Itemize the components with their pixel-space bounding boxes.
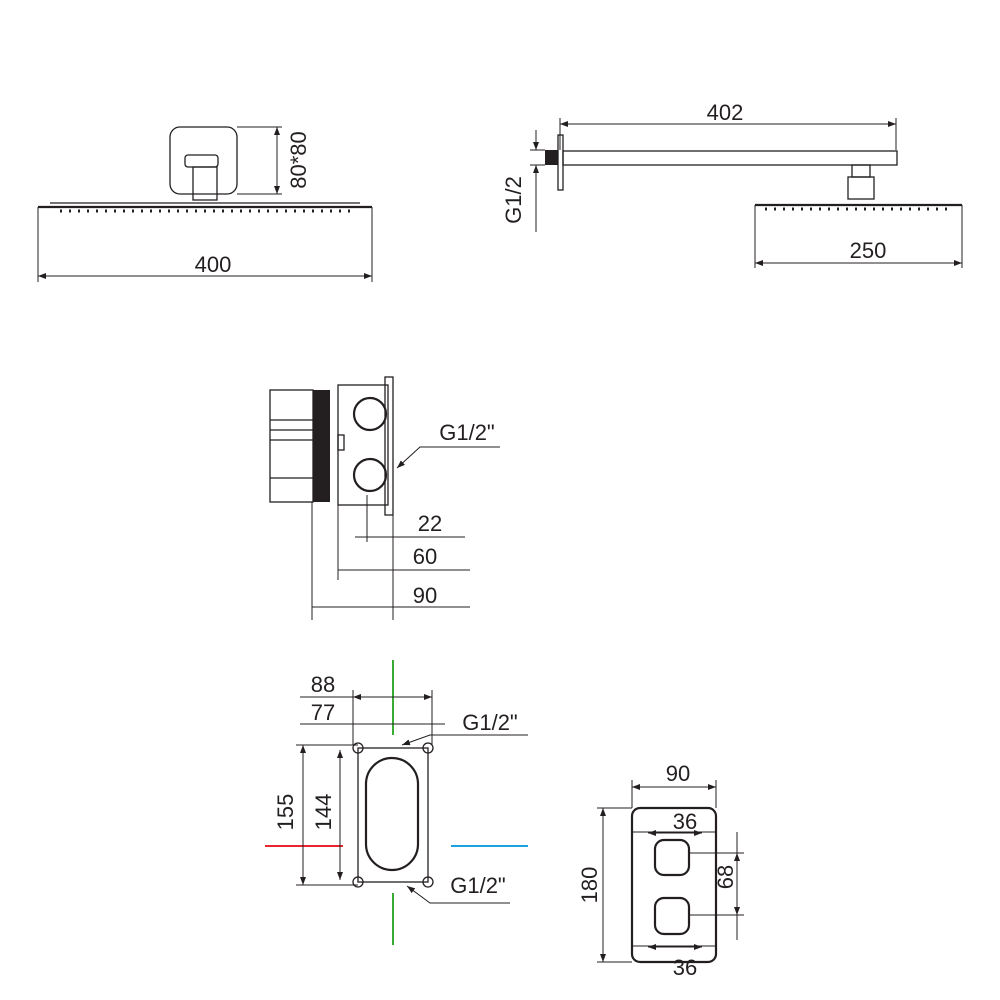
valve-side-view: G1/2" 22 60 90	[269, 376, 500, 620]
dimension-label-250: 250	[850, 238, 887, 263]
trim-plate-front-view: 90 36 36 68 180	[577, 761, 744, 980]
dimension-label-144: 144	[311, 794, 336, 831]
shower-arm-side-view: 402 G1/2 250	[501, 100, 963, 268]
dimension-label-88: 88	[311, 672, 335, 697]
dimension-label-90: 90	[666, 761, 690, 786]
dimension-label-180: 180	[577, 867, 602, 904]
dimension-label-402: 402	[707, 100, 744, 125]
dimension-label-22: 22	[418, 511, 442, 536]
dimension-label-g12: G1/2	[501, 176, 526, 224]
shower-head-front-view: 400 80*80	[37, 126, 373, 282]
bottom-connection-label: G1/2"	[450, 873, 506, 898]
dimension-label-60: 60	[413, 544, 437, 569]
dimension-label-77: 77	[311, 700, 335, 725]
valve-connection-label: G1/2"	[439, 420, 495, 445]
valve-front-view: 88 77 G1/2" G1/2" 155 144	[265, 660, 528, 945]
dimension-label-80x80: 80*80	[286, 131, 311, 189]
dimension-label-90: 90	[413, 583, 437, 608]
dimension-label-155: 155	[273, 794, 298, 831]
knob-width-bottom-label: 36	[673, 955, 697, 980]
top-connection-label: G1/2"	[462, 710, 518, 735]
knob-width-top-label: 36	[673, 809, 697, 834]
dimension-label-400: 400	[195, 252, 232, 277]
knob-spacing-label: 68	[713, 865, 738, 889]
